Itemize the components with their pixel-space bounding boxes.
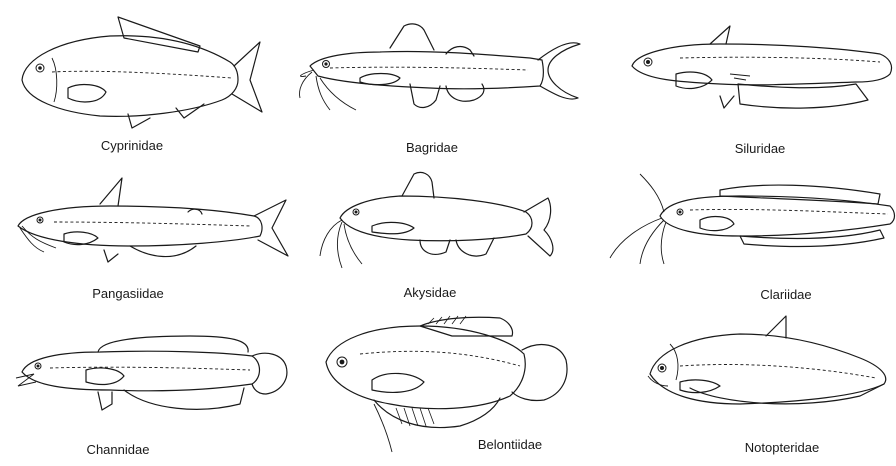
label-siluridae: Siluridae bbox=[735, 141, 786, 156]
label-cyprinidae: Cyprinidae bbox=[101, 138, 163, 153]
label-channidae: Channidae bbox=[87, 442, 150, 457]
akysidae-fish bbox=[320, 172, 553, 268]
siluridae-fish bbox=[632, 26, 892, 108]
label-pangasiidae: Pangasiidae bbox=[92, 286, 164, 301]
label-clariidae: Clariidae bbox=[760, 287, 811, 302]
cyprinidae-fish bbox=[22, 17, 262, 128]
label-akysidae: Akysidae bbox=[404, 285, 457, 300]
label-notopteridae: Notopteridae bbox=[745, 440, 819, 455]
clariidae-fish bbox=[610, 174, 895, 264]
bagridae-fish bbox=[300, 24, 581, 110]
label-bagridae: Bagridae bbox=[406, 140, 458, 155]
channidae-fish bbox=[16, 336, 287, 410]
belontiidae-fish bbox=[326, 316, 567, 452]
label-belontiidae: Belontiidae bbox=[478, 437, 542, 452]
pangasiidae-fish bbox=[18, 178, 288, 262]
notopteridae-fish bbox=[648, 316, 886, 404]
